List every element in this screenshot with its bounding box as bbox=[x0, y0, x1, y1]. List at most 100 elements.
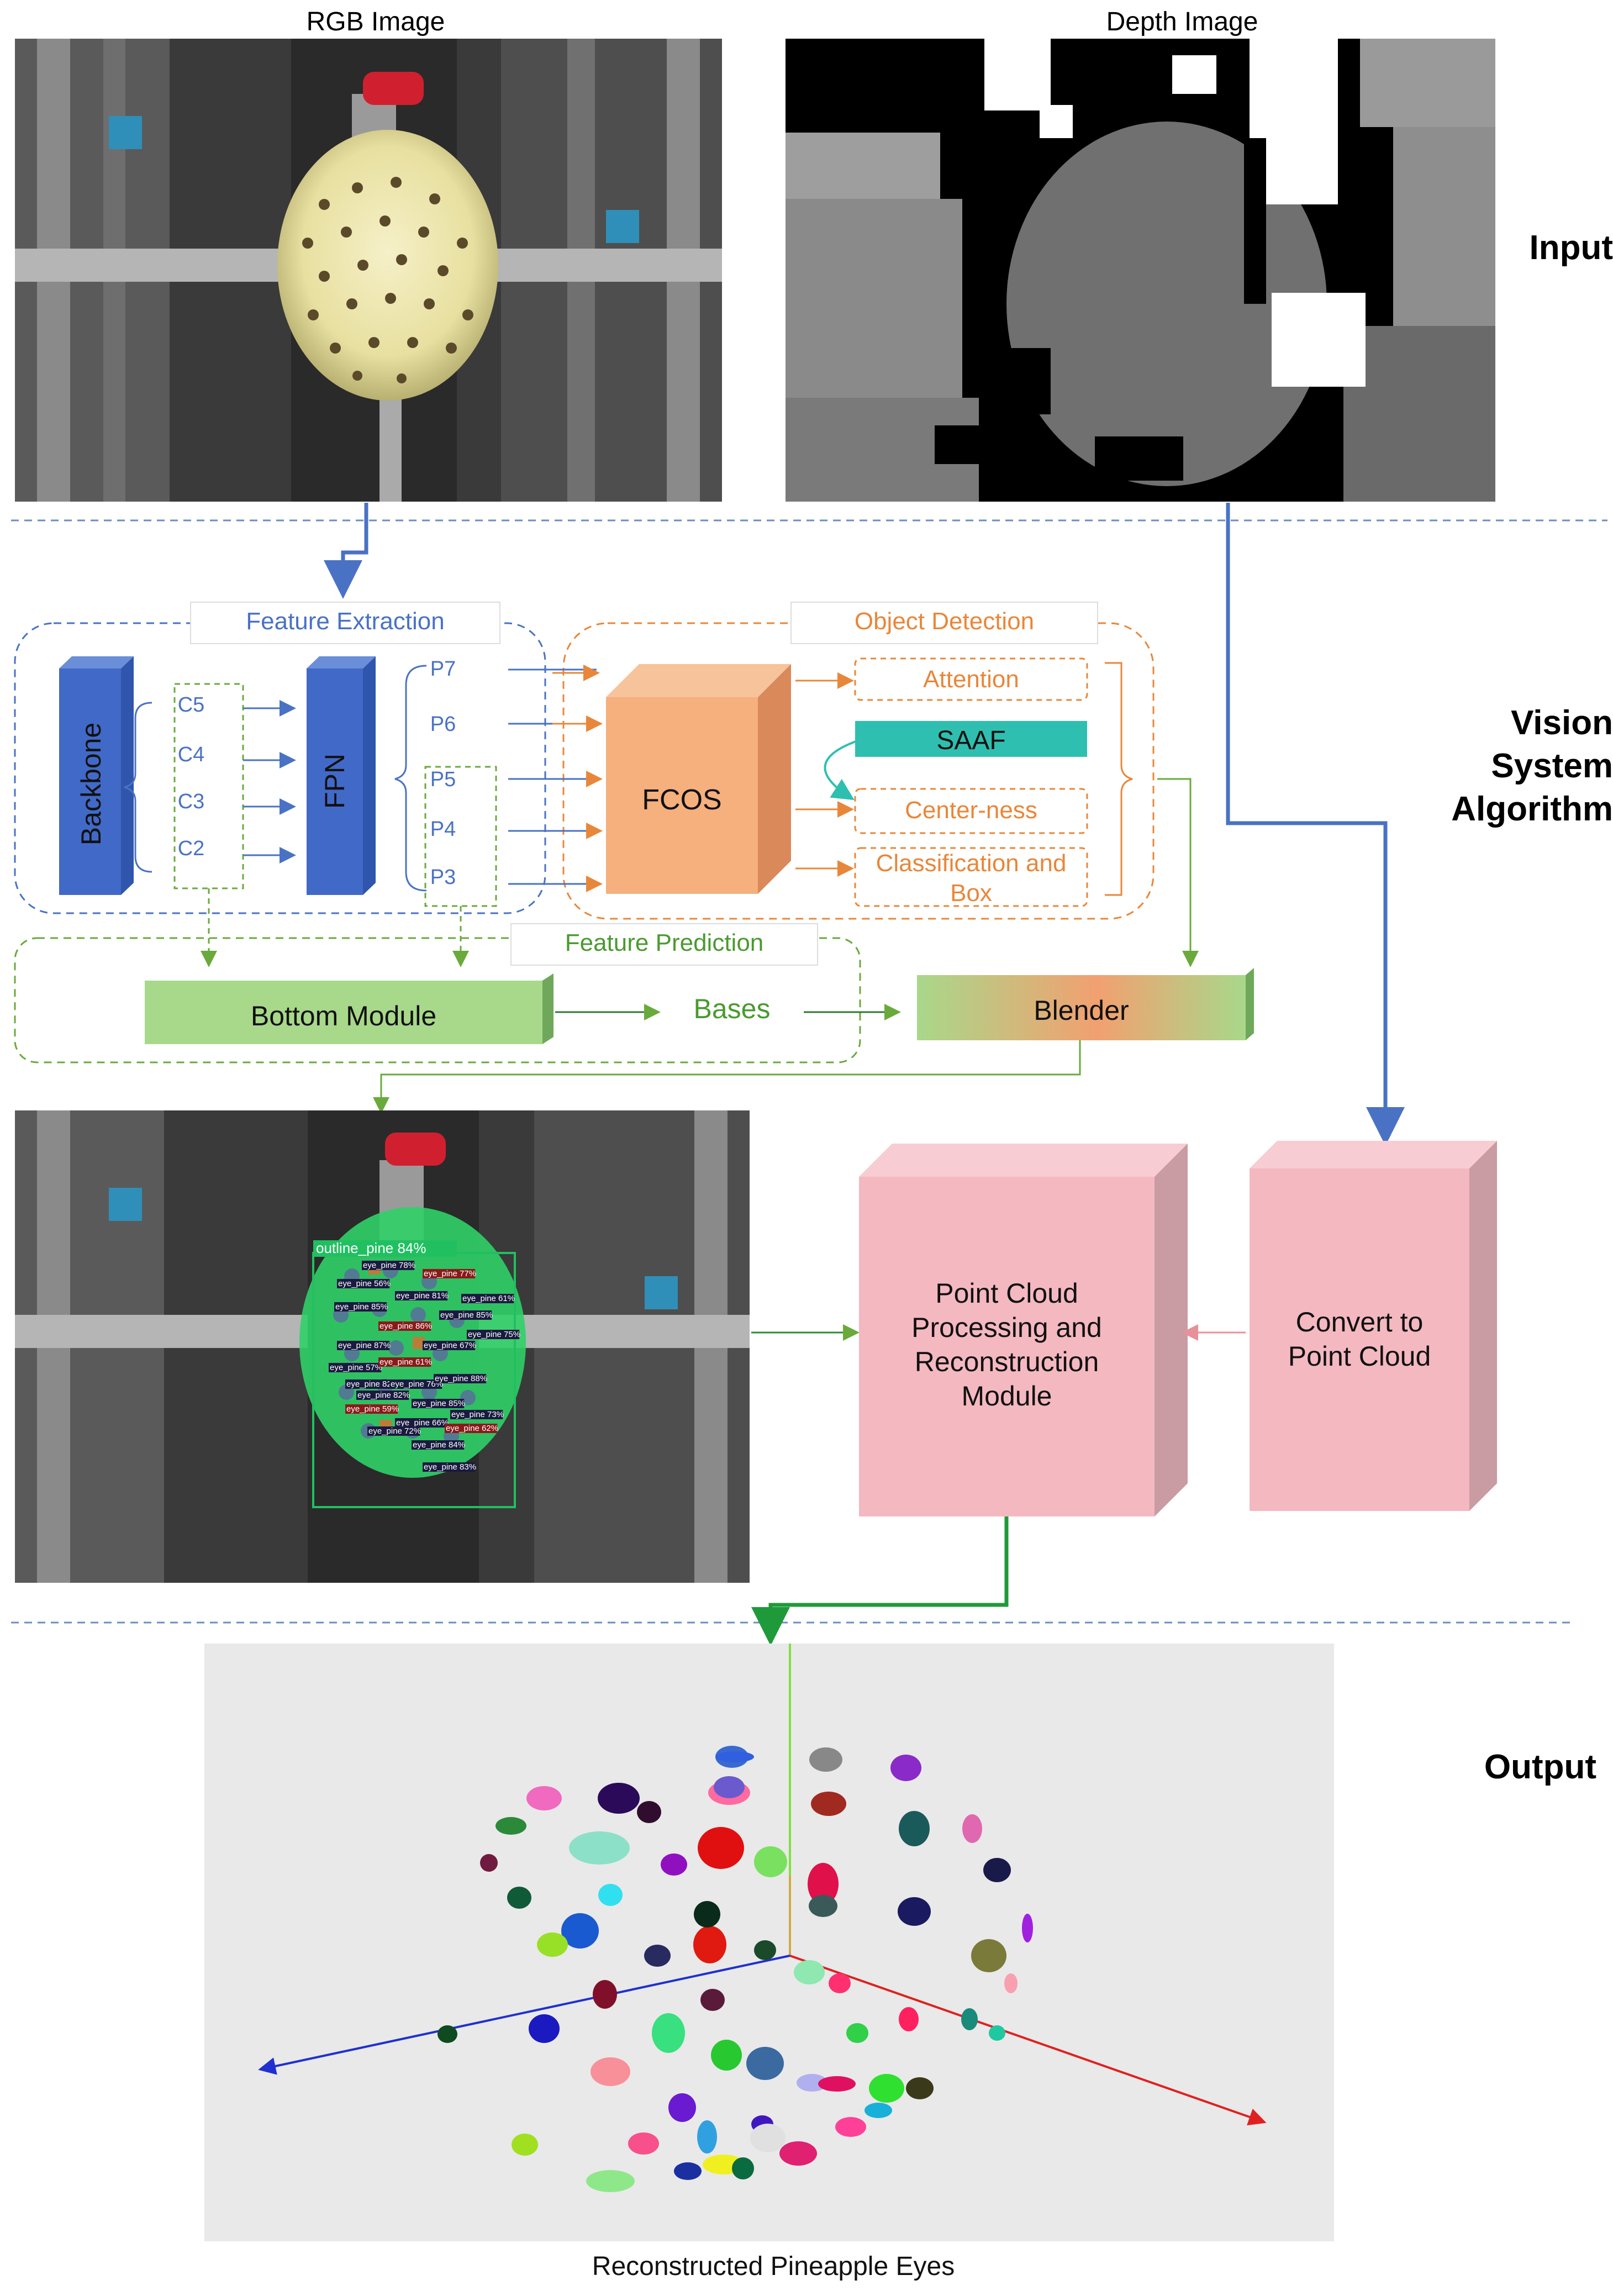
eye-label-bg bbox=[337, 1279, 390, 1288]
eye-label: eye_pine 81% bbox=[396, 1291, 449, 1300]
classbox-label-line2: Box bbox=[950, 880, 992, 907]
eye-label-bg bbox=[345, 1379, 398, 1389]
pc-line2: Processing and bbox=[911, 1312, 1102, 1343]
eye-label: eye_pine 87% bbox=[338, 1341, 391, 1350]
eye-label-bg bbox=[395, 1291, 448, 1300]
eye-label: eye_pine 82% bbox=[357, 1391, 410, 1400]
eye-label-bg bbox=[412, 1440, 465, 1450]
eye-label: eye_pine 82% bbox=[346, 1379, 399, 1389]
bottom-module-block bbox=[145, 973, 554, 1044]
attention-box bbox=[854, 657, 1088, 701]
eye-label-bg bbox=[450, 1410, 503, 1419]
eye-label-bg bbox=[389, 1379, 442, 1389]
point-cloud-module-label: Point Cloud Processing and Reconstructio… bbox=[859, 1276, 1155, 1413]
eye-label: eye_pine 88% bbox=[435, 1374, 487, 1383]
output-section-label: Output bbox=[1484, 1748, 1596, 1786]
eye-label: eye_pine 62% bbox=[446, 1424, 498, 1433]
eye-label-bg bbox=[461, 1294, 514, 1303]
eye-label-bg bbox=[362, 1261, 415, 1270]
convert-line1: Convert to bbox=[1295, 1307, 1424, 1337]
pc-line4: Module bbox=[961, 1381, 1052, 1412]
c4-label: C4 bbox=[177, 743, 205, 766]
fpn-block bbox=[307, 656, 376, 895]
outline-label: outline_pine 84% bbox=[316, 1240, 426, 1256]
c5-label: C5 bbox=[177, 693, 205, 717]
eye-label-bg bbox=[337, 1341, 390, 1350]
blender-block bbox=[917, 968, 1254, 1040]
eye-label: eye_pine 73% bbox=[451, 1410, 504, 1419]
rgb-image-caption: RGB Image bbox=[306, 7, 445, 36]
p5-label: P5 bbox=[430, 768, 456, 791]
p6-label: P6 bbox=[430, 713, 456, 736]
eye-label-bg bbox=[423, 1462, 476, 1472]
classbox-box bbox=[854, 847, 1088, 907]
eye-label-bg bbox=[395, 1418, 448, 1428]
eye-label: eye_pine 61% bbox=[462, 1294, 515, 1303]
eye-label: eye_pine 67% bbox=[424, 1341, 476, 1350]
eye-label: eye_pine 56% bbox=[338, 1279, 391, 1288]
fcos-block bbox=[606, 664, 791, 894]
c-levels-frame bbox=[173, 683, 244, 889]
input-section-label: Input bbox=[1529, 229, 1613, 267]
centerness-label: Center-ness bbox=[905, 797, 1037, 824]
feature-prediction-title: Feature Prediction bbox=[565, 929, 764, 956]
eye-label-bg bbox=[412, 1399, 465, 1408]
point-cloud-module-block bbox=[859, 1144, 1188, 1516]
algorithm-label-line1: Vision bbox=[1511, 704, 1613, 742]
pc-line3: Reconstruction bbox=[914, 1346, 1099, 1377]
depth-image bbox=[786, 39, 1495, 502]
eye-label: eye_pine 85% bbox=[335, 1302, 388, 1312]
eye-label: eye_pine 61% bbox=[379, 1357, 432, 1367]
centerness-box bbox=[854, 788, 1088, 834]
eye-label: eye_pine 72% bbox=[368, 1426, 421, 1436]
eye-label: eye_pine 57% bbox=[330, 1363, 382, 1372]
convert-module-label: Convert to Point Cloud bbox=[1250, 1305, 1469, 1373]
attention-label: Attention bbox=[923, 666, 1019, 693]
c3-label: C3 bbox=[177, 790, 205, 813]
eye-label-bg bbox=[439, 1310, 492, 1320]
p7-label: P7 bbox=[430, 657, 456, 681]
eye-label-bg bbox=[345, 1404, 398, 1414]
eye-label: eye_pine 83% bbox=[424, 1462, 476, 1472]
eye-label: eye_pine 59% bbox=[346, 1404, 399, 1414]
eye-label-bg bbox=[445, 1424, 498, 1433]
bases-label: Bases bbox=[693, 993, 771, 1024]
eye-label-bg bbox=[367, 1426, 420, 1436]
p3-label: P3 bbox=[430, 866, 456, 889]
arrow-depth-to-convert bbox=[1226, 503, 1405, 1146]
depth-image-caption: Depth Image bbox=[1106, 7, 1258, 36]
eye-label-bg bbox=[329, 1363, 382, 1372]
fpn-label: FPN bbox=[319, 754, 350, 809]
algorithm-label-line3: Algorithm bbox=[1451, 790, 1613, 828]
c2-label: C2 bbox=[177, 837, 205, 860]
algorithm-label-line2: System bbox=[1491, 747, 1613, 785]
saaf-label: SAAF bbox=[936, 726, 1006, 755]
eye-label: eye_pine 66% bbox=[396, 1418, 449, 1428]
saaf-box bbox=[855, 721, 1087, 757]
p-levels-frame bbox=[424, 766, 497, 907]
eye-label-bg bbox=[423, 1269, 476, 1278]
feature-extraction-title: Feature Extraction bbox=[246, 608, 445, 635]
object-detection-title: Object Detection bbox=[854, 608, 1035, 635]
eye-label: eye_pine 76% bbox=[391, 1379, 443, 1389]
detection-result-image: outline_pine 84% eye_pine 78% eye_pine 56… bbox=[15, 1110, 750, 1583]
eye-label: eye_pine 85% bbox=[440, 1310, 493, 1320]
algorithm-section-label: Vision System Algorithm bbox=[1403, 702, 1613, 831]
bottom-module-label: Bottom Module bbox=[250, 1000, 437, 1031]
eye-label: eye_pine 78% bbox=[363, 1261, 415, 1270]
rgb-image bbox=[15, 39, 722, 502]
blender-label: Blender bbox=[1034, 995, 1129, 1026]
classbox-label-line1: Classification and bbox=[876, 850, 1067, 877]
eye-label: eye_pine 75% bbox=[468, 1330, 520, 1339]
eye-label: eye_pine 85% bbox=[413, 1399, 465, 1408]
eye-label: eye_pine 86% bbox=[379, 1321, 432, 1331]
pc-line1: Point Cloud bbox=[935, 1278, 1078, 1309]
eye-label-bg bbox=[334, 1302, 387, 1312]
eye-label-bg bbox=[467, 1330, 520, 1339]
backbone-label: Backbone bbox=[76, 722, 107, 846]
eye-label-bg bbox=[378, 1357, 431, 1367]
pineapple-eye-blobs bbox=[437, 1746, 1033, 2192]
fcos-label: FCOS bbox=[642, 784, 722, 816]
eye-label-bg bbox=[434, 1374, 487, 1383]
